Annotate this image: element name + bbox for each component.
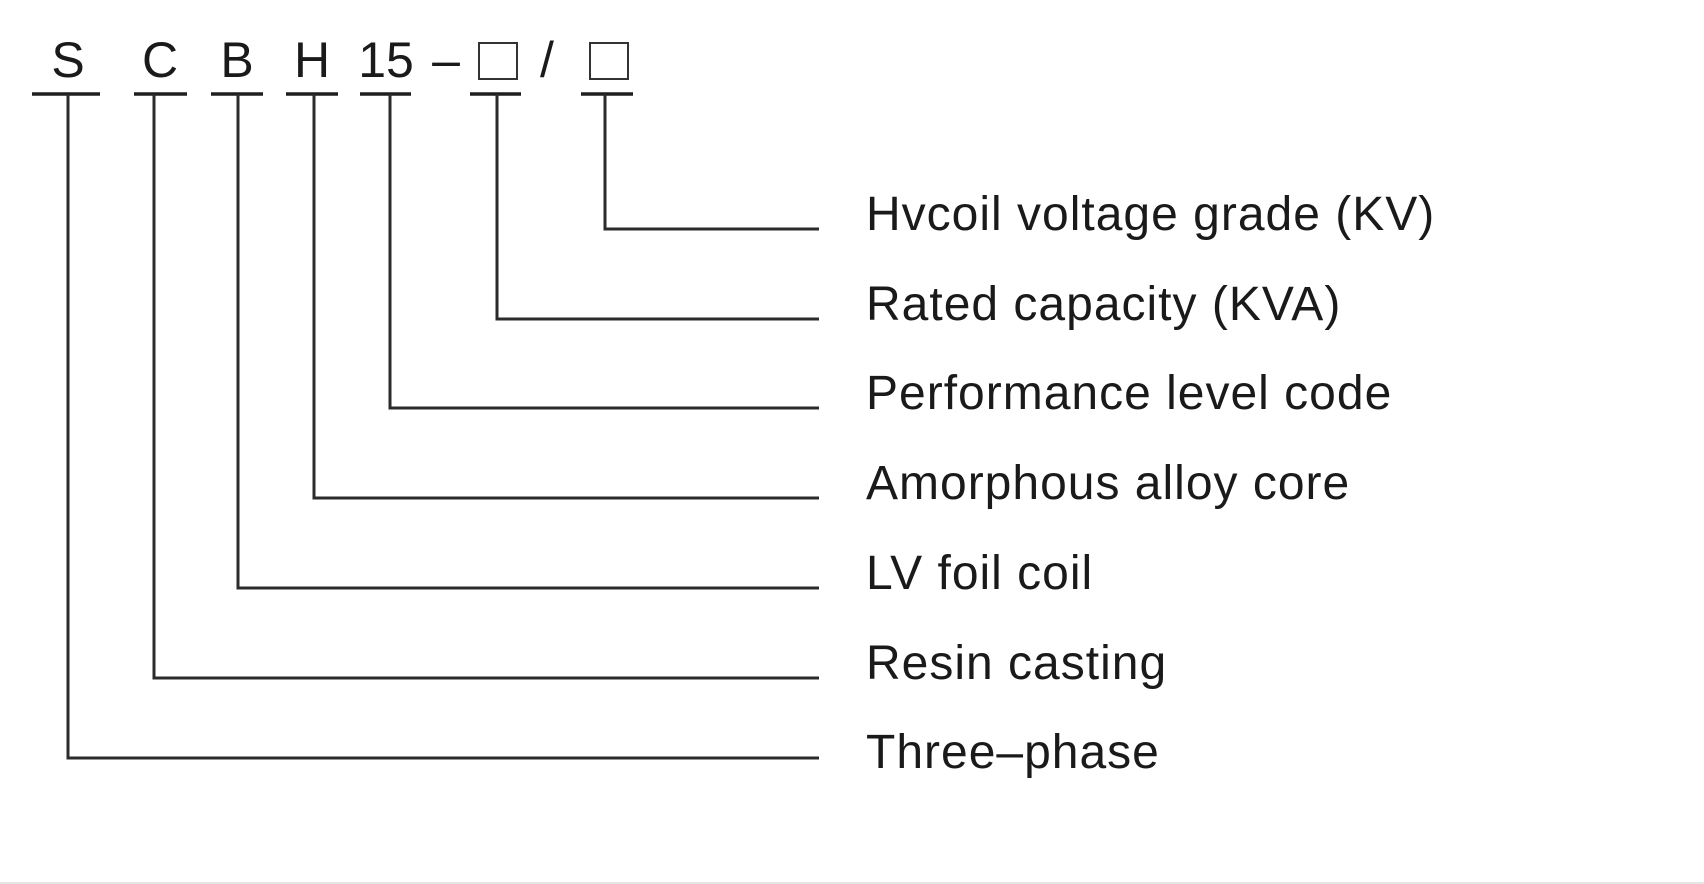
code-letter-s: S — [51, 32, 85, 88]
label-performance-level-code: Performance level code — [866, 367, 1393, 420]
connector-lv-foil-coil — [236, 94, 819, 590]
connector-three-phase — [66, 94, 819, 760]
code-letter-c: C — [141, 32, 179, 88]
connector-amorphous-core — [312, 94, 819, 500]
code-letter-b: B — [220, 32, 254, 88]
voltage-placeholder-box — [589, 42, 629, 80]
code-number-15: 15 — [358, 32, 414, 88]
capacity-placeholder-box — [478, 42, 518, 80]
code-slash: / — [540, 32, 554, 88]
label-lv-foil-coil: LV foil coil — [866, 547, 1094, 600]
bottom-divider — [0, 882, 1704, 884]
label-three-phase: Three–phase — [866, 726, 1160, 779]
connector-voltage-grade — [603, 94, 819, 231]
label-resin-casting: Resin casting — [866, 637, 1168, 690]
label-hv-coil-voltage-grade: Hvcoil voltage grade (KV) — [866, 188, 1436, 241]
label-rated-capacity: Rated capacity (KVA) — [866, 278, 1342, 331]
code-dash: – — [432, 32, 460, 88]
label-amorphous-alloy-core: Amorphous alloy core — [866, 457, 1351, 510]
connector-performance-level — [388, 94, 819, 410]
connector-rated-capacity — [495, 94, 819, 321]
code-letter-h: H — [293, 32, 331, 88]
connector-resin-casting — [152, 94, 819, 680]
